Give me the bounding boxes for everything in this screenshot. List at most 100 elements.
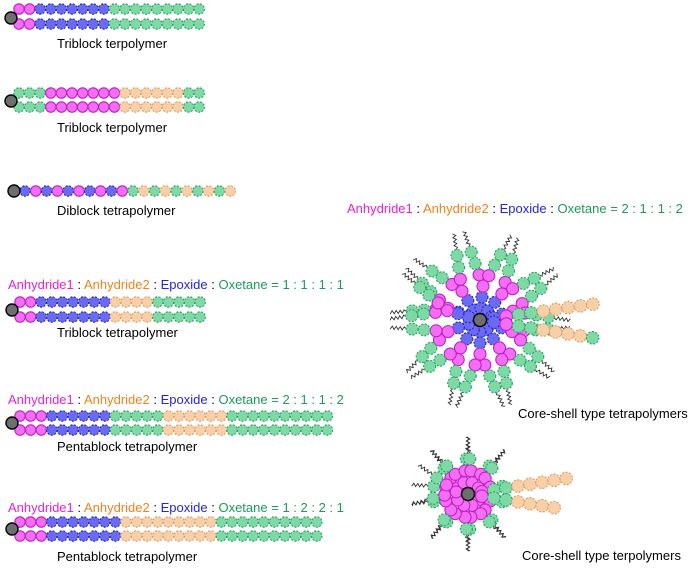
anhydride2-bead bbox=[173, 530, 185, 542]
oxetane-bead bbox=[120, 410, 132, 422]
epoxide-bead bbox=[99, 424, 111, 436]
oxetane-bead bbox=[321, 410, 334, 422]
oxetane-bead bbox=[109, 424, 122, 436]
epoxide-bead bbox=[66, 18, 78, 30]
oxetane-bead bbox=[247, 424, 259, 436]
epoxide-bead bbox=[46, 530, 58, 542]
anhydride2-bead bbox=[162, 424, 175, 436]
anhydride2-bead bbox=[129, 87, 142, 99]
anhydride2-bead bbox=[130, 530, 143, 542]
anhydride2-bead bbox=[120, 311, 132, 323]
oxetane-bead bbox=[173, 311, 185, 323]
monomer-beads bbox=[13, 3, 600, 542]
oxetane-bead bbox=[162, 311, 175, 323]
epoxide-bead bbox=[35, 311, 47, 323]
anhydride1-bead bbox=[30, 185, 42, 197]
anhydride2-bead bbox=[141, 530, 153, 542]
end-group-tail bbox=[495, 392, 506, 407]
anhydride2-bead bbox=[173, 410, 185, 422]
epoxide-bead bbox=[67, 530, 79, 542]
epoxide-bead bbox=[67, 410, 79, 422]
oxetane-bead bbox=[194, 311, 206, 323]
oxetane-bead bbox=[162, 296, 175, 308]
anhydride2-bead bbox=[205, 516, 217, 528]
ratio-separator: : bbox=[77, 392, 82, 407]
anhydride1-bead bbox=[473, 347, 487, 361]
initiator-bead bbox=[4, 94, 18, 108]
end-group-tail bbox=[495, 448, 506, 464]
oxetane-bead bbox=[524, 289, 539, 303]
oxetane-bead bbox=[426, 491, 440, 505]
oxetane-bead bbox=[268, 410, 281, 422]
oxetane-bead bbox=[413, 280, 427, 295]
epoxide-bead bbox=[109, 530, 122, 542]
anhydride2-bead bbox=[194, 530, 206, 542]
oxetane-bead bbox=[129, 3, 142, 15]
epoxide-bead bbox=[46, 311, 58, 323]
anhydride1-bead bbox=[45, 87, 57, 99]
anhydride1-bead bbox=[55, 101, 68, 113]
oxetane-bead bbox=[226, 410, 238, 422]
ratio-separator: : bbox=[153, 277, 157, 292]
end-group-tail bbox=[535, 369, 551, 379]
anhydride2-bead bbox=[194, 424, 206, 436]
ratio-epoxide: Epoxide bbox=[499, 201, 547, 216]
oxetane-bead bbox=[511, 307, 526, 322]
anhydride2-bead bbox=[573, 299, 588, 313]
oxetane-bead bbox=[417, 307, 431, 321]
epoxide-bead bbox=[45, 3, 57, 15]
anhydride1-bead bbox=[429, 324, 443, 338]
anhydride2-bead bbox=[162, 410, 175, 422]
end-group-tail bbox=[462, 231, 471, 247]
oxetane-bead bbox=[130, 424, 143, 436]
oxetane-bead bbox=[501, 264, 515, 278]
oxetane-bead bbox=[289, 424, 302, 436]
epoxide-bead bbox=[76, 3, 89, 15]
oxetane-bead bbox=[425, 264, 439, 278]
epoxide-bead bbox=[88, 424, 100, 436]
anhydride1-bead bbox=[98, 87, 110, 99]
oxetane-bead bbox=[300, 516, 312, 528]
anhydride1-bead bbox=[116, 185, 128, 197]
oxetane-bead bbox=[289, 530, 302, 542]
initiator-bead bbox=[5, 522, 19, 536]
anhydride1-bead bbox=[55, 87, 68, 99]
anhydride1-bead bbox=[24, 516, 37, 528]
anhydride2-bead bbox=[547, 473, 561, 488]
anhydride2-bead bbox=[109, 311, 122, 323]
anhydride1-bead bbox=[455, 284, 469, 298]
oxetane-bead bbox=[311, 516, 323, 528]
anhydride1-bead bbox=[24, 410, 37, 422]
oxetane-bead bbox=[23, 87, 36, 99]
anhydride2-bead bbox=[141, 311, 153, 323]
end-group-tail bbox=[541, 360, 555, 373]
oxetane-bead bbox=[311, 530, 323, 542]
ratio-oxetane: Oxetane bbox=[218, 277, 268, 292]
oxetane-bead bbox=[226, 424, 238, 436]
oxetane-bead bbox=[311, 424, 323, 436]
anhydride2-bead bbox=[183, 424, 196, 436]
ratio-label-triblock-tetrapolymer: Anhydride1 : Anhydride2 : Epoxide : Oxet… bbox=[8, 277, 344, 292]
oxetane-bead bbox=[531, 350, 545, 364]
epoxide-bead bbox=[88, 410, 100, 422]
oxetane-bead bbox=[415, 350, 429, 364]
anhydride1-bead bbox=[94, 185, 107, 197]
epoxide-bead bbox=[77, 530, 90, 542]
anhydride2-bead bbox=[548, 302, 563, 317]
anhydride2-bead bbox=[215, 410, 228, 422]
oxetane-bead bbox=[129, 18, 142, 30]
oxetane-bead bbox=[108, 3, 121, 15]
end-group-tail bbox=[553, 316, 571, 323]
epoxide-bead bbox=[99, 410, 111, 422]
end-group-tail bbox=[411, 368, 425, 379]
oxetane-bead bbox=[172, 3, 184, 15]
ratio-anhydride2: Anhydride2 bbox=[422, 201, 489, 216]
anhydride2-bead bbox=[547, 500, 561, 515]
epoxide-bead bbox=[99, 296, 111, 308]
oxetane-bead bbox=[493, 248, 508, 262]
anhydride2-bead bbox=[151, 87, 163, 99]
anhydride2-bead bbox=[161, 101, 174, 113]
epoxide-bead bbox=[84, 185, 96, 197]
epoxide-bead bbox=[35, 296, 47, 308]
oxetane-bead bbox=[182, 3, 195, 15]
